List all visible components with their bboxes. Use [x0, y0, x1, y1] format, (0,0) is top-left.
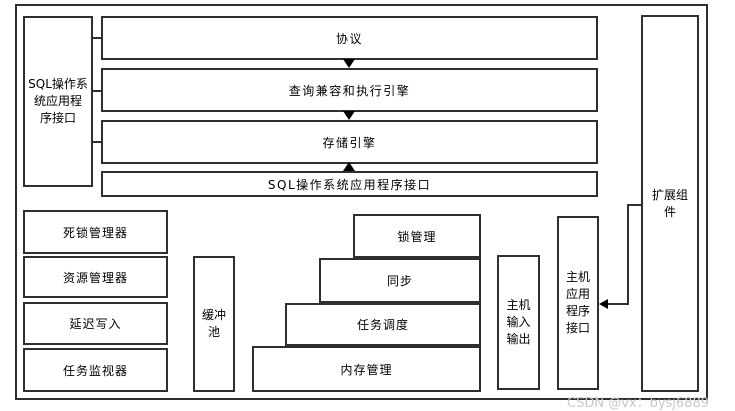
host-io-box: 主机 输入 输出: [497, 255, 540, 390]
arrow-down-icon: [343, 59, 355, 68]
pipeline-bar-sql-api-label: SQL操作系统应用程序接口: [267, 177, 432, 192]
diagram-outer-border: [15, 4, 708, 400]
arrow-down-icon: [343, 111, 355, 120]
host-io-label: 主机 输入 输出: [506, 298, 531, 346]
kernel-box-lock-management-label: 锁管理: [397, 229, 437, 244]
pipeline-bar-storage-engine-label: 存储引擎: [322, 135, 377, 150]
kernel-box-lock-management: 锁管理: [353, 214, 481, 258]
manager-box-delayed-write: 延迟写入: [23, 302, 168, 345]
pipeline-bar-query-engine: 查询兼容和执行引擎: [101, 68, 598, 112]
manager-box-task-monitor: 任务监视器: [23, 348, 168, 392]
sql-api-side-label: SQL操作系 统应用程 序接口: [28, 77, 88, 125]
extension-to-host-api-connector: [627, 204, 641, 206]
pipeline-bar-protocol: 协议: [101, 16, 598, 60]
kernel-box-synchronization-label: 同步: [386, 274, 413, 288]
manager-box-delayed-write-label: 延迟写入: [69, 317, 122, 331]
extension-to-host-api-connector: [606, 303, 629, 305]
buffer-pool-label: 缓冲 池: [201, 308, 226, 339]
manager-box-task-monitor-label: 任务监视器: [62, 363, 128, 378]
kernel-box-memory-management: 内存管理: [252, 346, 481, 392]
manager-box-resource: 资源管理器: [23, 256, 168, 298]
manager-box-resource-label: 资源管理器: [62, 270, 128, 285]
sql-api-side-box: SQL操作系 统应用程 序接口: [23, 16, 93, 187]
extension-component-label: 扩展组 件: [651, 187, 688, 219]
extension-to-host-api-connector: [627, 204, 629, 305]
buffer-pool-box: 缓冲 池: [193, 256, 235, 392]
connector-tick: [91, 37, 101, 39]
connector-tick: [91, 141, 101, 143]
kernel-box-task-scheduling: 任务调度: [285, 303, 481, 346]
watermark-text: CSDN @vx：bysj6889: [567, 396, 709, 411]
pipeline-bar-storage-engine: 存储引擎: [101, 120, 598, 164]
arrow-left-icon: [599, 299, 608, 309]
pipeline-bar-protocol-label: 协议: [335, 31, 363, 46]
arrow-up-icon: [343, 162, 355, 171]
kernel-box-task-scheduling-label: 任务调度: [356, 318, 409, 332]
host-api-label: 主机 应用 程序 接口: [565, 270, 590, 335]
manager-box-deadlock: 死锁管理器: [23, 210, 168, 254]
pipeline-bar-sql-api: SQL操作系统应用程序接口: [101, 171, 598, 197]
connector-tick: [91, 90, 101, 92]
kernel-box-synchronization: 同步: [319, 258, 481, 303]
extension-component-box: 扩展组 件: [641, 15, 699, 392]
pipeline-bar-query-engine-label: 查询兼容和执行引擎: [288, 83, 411, 98]
host-api-box: 主机 应用 程序 接口: [557, 216, 599, 390]
manager-box-deadlock-label: 死锁管理器: [62, 225, 128, 240]
kernel-box-memory-management-label: 内存管理: [340, 362, 393, 377]
